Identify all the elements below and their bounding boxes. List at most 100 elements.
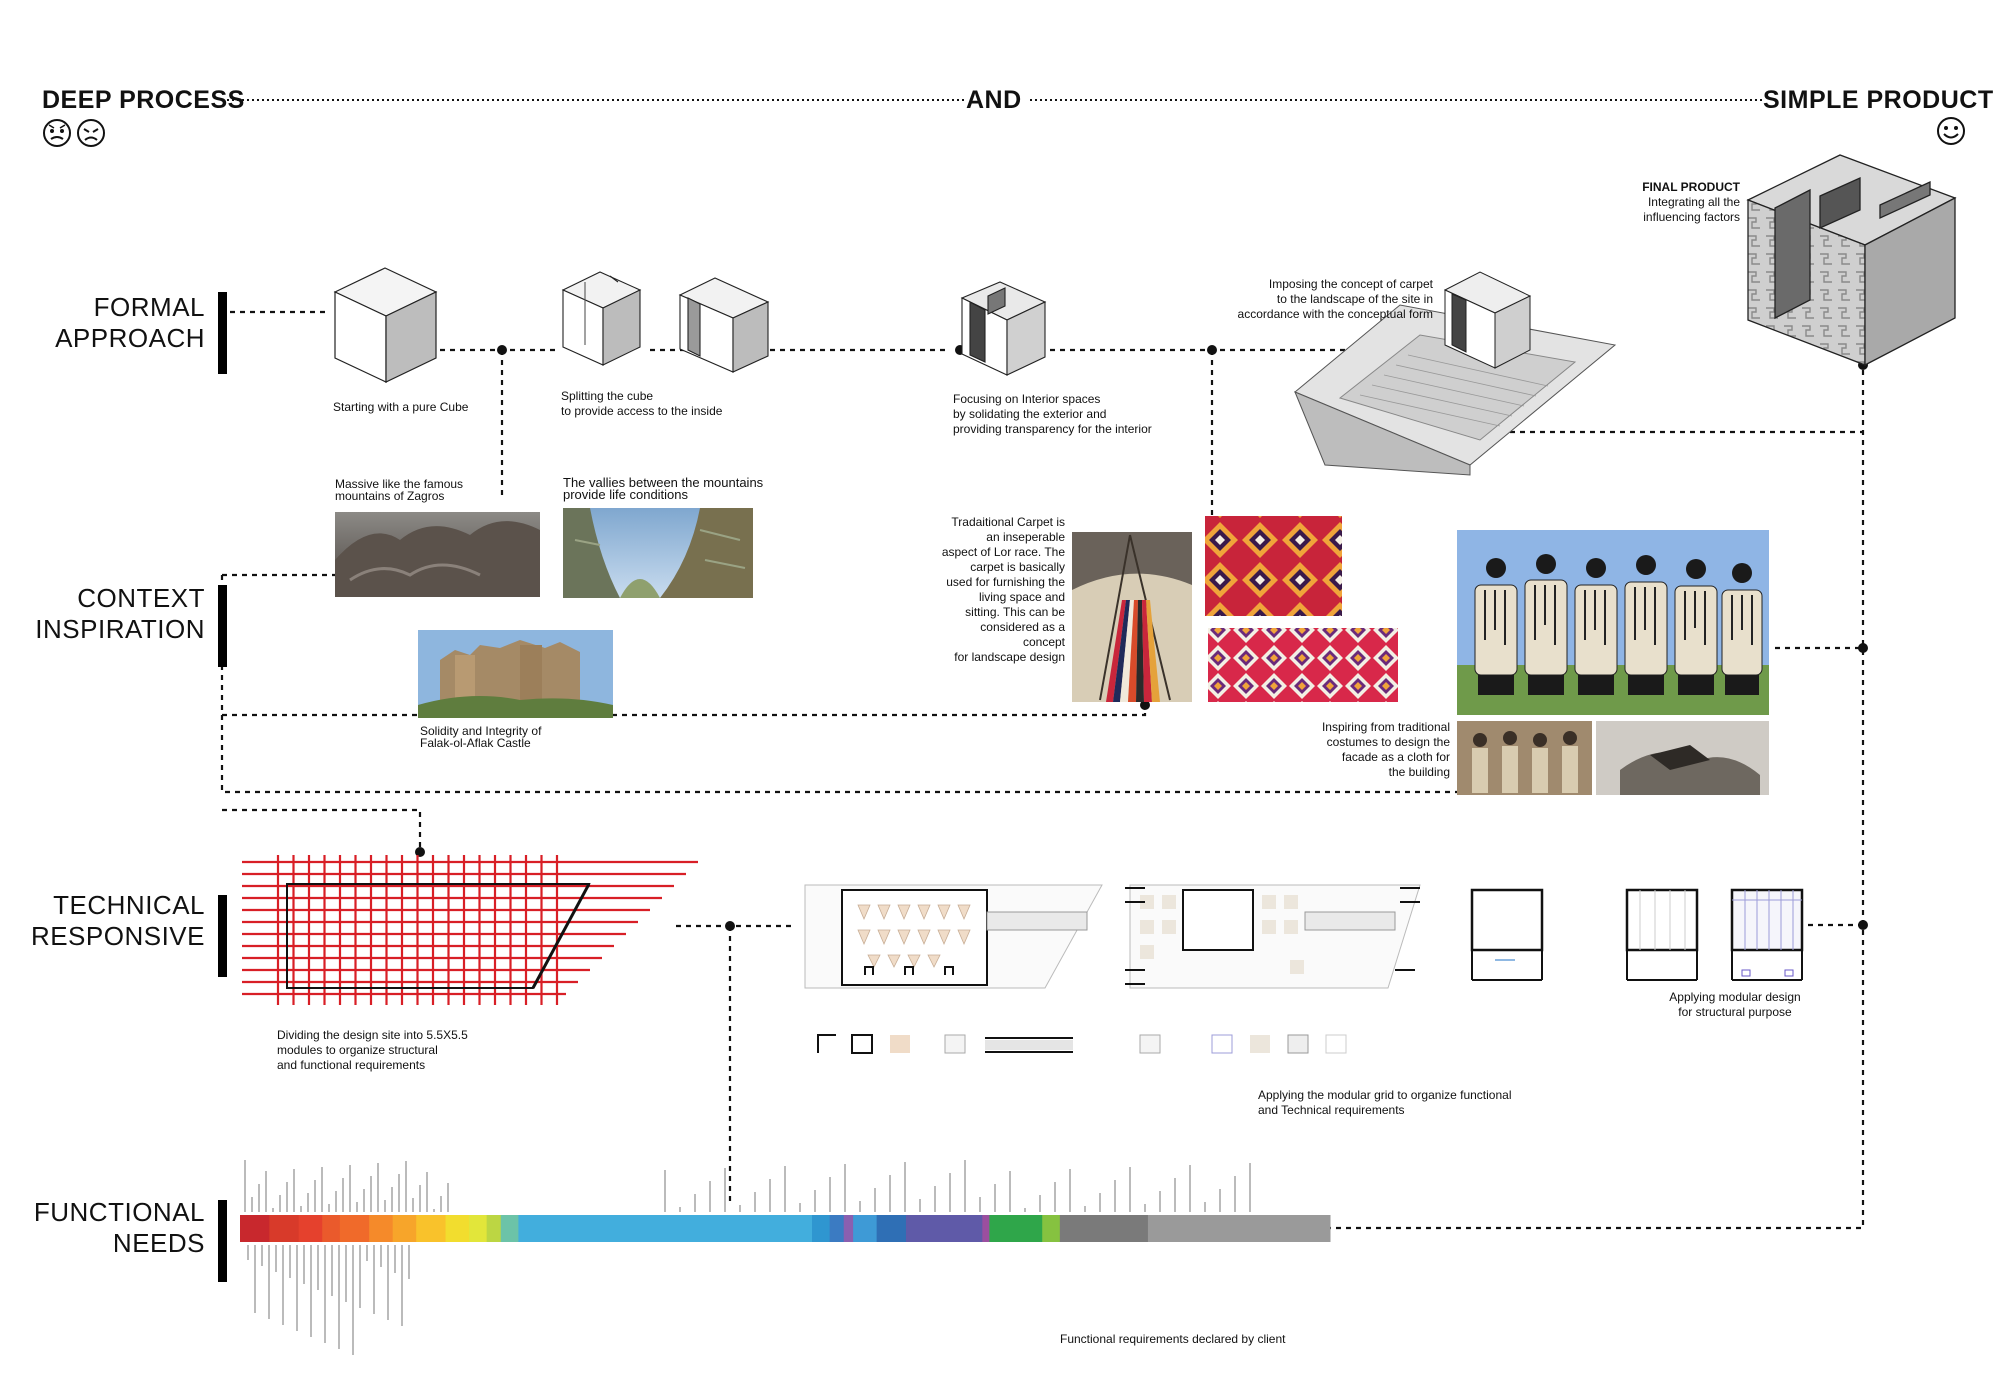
caption-line: by solidating the exterior and — [953, 407, 1107, 421]
final-product-caption: FINAL PRODUCT Integrating all the influe… — [1560, 180, 1740, 225]
row-title-line: FUNCTIONAL — [33, 1197, 205, 1227]
caption-line: Solidity and Integrity of — [420, 724, 542, 738]
functional-bar-segment — [469, 1215, 488, 1242]
functional-bar-segment — [369, 1215, 394, 1242]
row-title-line: CONTEXT — [77, 583, 205, 613]
caption-line: Applying modular design — [1669, 990, 1801, 1004]
caption-line: provide life conditions — [563, 487, 689, 502]
caption-line: aspect of Lor race. The — [941, 545, 1065, 559]
row-title-line: NEEDS — [112, 1228, 205, 1258]
caption-line: Focusing on Interior spaces — [953, 392, 1101, 406]
caption-line: The vallies between the mountains — [563, 475, 764, 490]
caption-line: living space and — [978, 590, 1065, 604]
header-left-title: DEEP PROCESS — [42, 86, 245, 114]
caption-line: mountains of Zagros — [335, 489, 445, 503]
caption-line: considered as a — [980, 620, 1065, 634]
caption-interior: Focusing on Interior spaces by solidatin… — [953, 392, 1152, 437]
row-title-line: INSPIRATION — [35, 614, 205, 644]
caption-line: providing transparency for the interior — [953, 422, 1152, 436]
caption-line: Inspiring from traditional — [1321, 720, 1450, 734]
row-title-line: TECHNICAL — [53, 890, 205, 920]
caption-line: and functional requirements — [277, 1058, 426, 1072]
row-bar — [218, 585, 227, 667]
caption-line: facade as a cloth for — [1341, 750, 1450, 764]
caption-line: costumes to design the — [1326, 735, 1450, 749]
caption-line: Imposing the concept of carpet — [1268, 277, 1433, 291]
row-title-technical: TECHNICAL RESPONSIVE — [30, 890, 205, 952]
functional-bar-segment — [989, 1215, 1043, 1242]
caption-grid-apply: Applying the modular grid to organize fu… — [1258, 1088, 1512, 1118]
caption-line: Applying the modular grid to organize fu… — [1258, 1088, 1512, 1102]
functional-bar-segment — [1042, 1215, 1061, 1242]
caption-line: Falak-ol-Aflak Castle — [420, 736, 531, 750]
functional-bar-segment — [853, 1215, 878, 1242]
caption-line: for structural purpose — [1678, 1005, 1792, 1019]
caption-line: and Technical requirements — [1258, 1103, 1405, 1117]
caption-line: sitting. This can be — [965, 605, 1065, 619]
row-title-formal: FORMAL APPROACH — [30, 292, 205, 354]
caption-site-grid: Dividing the design site into 5.5X5.5 mo… — [277, 1028, 468, 1073]
row-title-line: APPROACH — [55, 323, 205, 353]
header-right-title: SIMPLE PRODUCT — [1763, 86, 1994, 114]
caption-carpet-landscape: Imposing the concept of carpet to the la… — [1180, 277, 1433, 322]
functional-bar-segment — [518, 1215, 813, 1242]
smile-face-icon — [1937, 117, 1965, 145]
functional-bar-segment — [240, 1215, 270, 1242]
caption-castle: Solidity and Integrity of Falak-ol-Aflak… — [420, 725, 541, 749]
functional-bar-segment — [876, 1215, 907, 1242]
row-bar — [218, 1200, 227, 1282]
caption-line: the building — [1388, 765, 1450, 779]
functional-bar-segment — [486, 1215, 502, 1242]
functional-bar-segment — [905, 1215, 983, 1242]
functional-bar-segment — [843, 1215, 854, 1242]
sweat-face-icon — [43, 119, 71, 147]
functional-bar-segment — [445, 1215, 470, 1242]
caption-line: modules to organize structural — [277, 1043, 438, 1057]
caption-line: accordance with the conceptual form — [1237, 307, 1433, 321]
caption-line: Massive like the famous — [335, 477, 464, 491]
caption-line: Dividing the design site into 5.5X5.5 — [277, 1028, 468, 1042]
final-product-title: FINAL PRODUCT — [1642, 180, 1740, 194]
functional-bar-segment — [982, 1215, 990, 1242]
caption-cube: Starting with a pure Cube — [333, 400, 469, 414]
caption-line: Splitting the cube — [561, 389, 654, 403]
caption-line: for landscape design — [954, 650, 1065, 664]
caption-split: Splitting the cube to provide access to … — [561, 389, 722, 419]
caption-line: influencing factors — [1643, 210, 1740, 224]
functional-bar-segment — [298, 1215, 323, 1242]
functional-bar-segment — [1059, 1215, 1149, 1242]
row-title-context: CONTEXT INSPIRATION — [30, 583, 205, 645]
caption-line: concept — [1022, 635, 1065, 649]
caption-line: to the landscape of the site in — [1276, 292, 1433, 306]
caption-line: Tradaitional Carpet is — [951, 515, 1065, 529]
row-title-functional: FUNCTIONAL NEEDS — [30, 1197, 205, 1259]
functional-bar-segment — [829, 1215, 845, 1242]
caption-line: to provide access to the inside — [561, 404, 723, 418]
functional-bar-segment — [812, 1215, 831, 1242]
functional-bar-segment — [500, 1215, 519, 1242]
caption-valley: The vallies between the mountains provid… — [563, 475, 764, 502]
functional-bar-segment — [339, 1215, 370, 1242]
caption-zagros: Massive like the famous mountains of Zag… — [335, 478, 463, 502]
caption-line: used for furnishing the — [946, 575, 1065, 589]
caption-line: carpet is basically — [970, 560, 1065, 574]
row-title-line: FORMAL — [93, 292, 205, 322]
caption-line: Integrating all the — [1647, 195, 1740, 209]
functional-bar-segment — [392, 1215, 417, 1242]
functional-bar-segment — [1147, 1215, 1331, 1242]
row-bar — [218, 292, 227, 374]
caption-modular-design: Applying modular design for structural p… — [1635, 990, 1835, 1020]
functional-bar-segment — [416, 1215, 447, 1242]
row-bar — [218, 895, 227, 977]
caption-functional-requirements: Functional requirements declared by clie… — [1060, 1332, 1286, 1346]
row-title-line: RESPONSIVE — [30, 921, 205, 951]
header-middle-title: AND — [966, 86, 1022, 114]
angry-face-icon — [77, 119, 105, 147]
caption-line: an inseperable — [986, 530, 1065, 544]
functional-bar-segment — [269, 1215, 300, 1242]
functional-bar-segment — [322, 1215, 341, 1242]
